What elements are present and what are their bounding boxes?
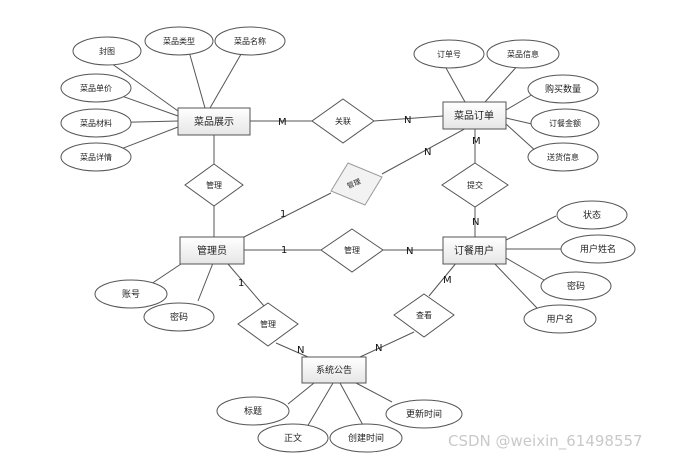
svg-text:管理: 管理 — [260, 319, 276, 329]
svg-text:创建时间: 创建时间 — [348, 432, 384, 444]
relation-associate: 关联 — [311, 98, 375, 144]
cardinality-user-m-view: M — [443, 275, 452, 286]
svg-text:用户名: 用户名 — [546, 313, 573, 325]
svg-text:用户姓名: 用户姓名 — [580, 243, 616, 255]
cardinality-notice-n-left: N — [297, 345, 304, 356]
connector-lines — [93, 40, 561, 428]
svg-text:管理员: 管理员 — [197, 244, 227, 257]
svg-text:管理: 管理 — [206, 180, 222, 190]
attr-dish-info: 菜品信息 — [486, 39, 560, 69]
cardinality-order-n-diag: N — [424, 147, 431, 158]
relation-submit: 提交 — [441, 162, 509, 208]
attr-status: 状态 — [556, 200, 628, 230]
attr-account: 账号 — [94, 279, 168, 309]
attr-admin-password: 密码 — [143, 302, 215, 332]
watermark-text: CSDN @weixin_61498557 — [448, 432, 643, 450]
svg-text:查看: 查看 — [416, 310, 432, 320]
svg-text:订单号: 订单号 — [437, 49, 461, 59]
cardinality-notice-n-right: N — [375, 343, 382, 354]
cardinality-order-m-submit: M — [472, 136, 481, 147]
relation-view-notice: 查看 — [393, 293, 455, 338]
attr-dish-type: 菜品类型 — [144, 26, 214, 56]
cardinality-user-n: N — [406, 246, 413, 257]
cardinality-dish-order-n: N — [404, 115, 411, 126]
relation-manage-dish: 管理 — [184, 163, 244, 207]
svg-text:订餐金额: 订餐金额 — [549, 118, 581, 128]
svg-text:菜品展示: 菜品展示 — [194, 116, 234, 128]
svg-text:菜品单价: 菜品单价 — [80, 83, 112, 93]
attributes: 封图 菜品类型 菜品名称 菜品单价 菜品材料 菜品详情 订单号 菜品信息 — [60, 26, 636, 453]
attr-dish-detail: 菜品详情 — [60, 142, 132, 172]
cardinality-dish-display-m: M — [278, 117, 287, 128]
cardinality-user-n-submit: N — [472, 217, 479, 228]
entity-announcement: 系统公告 — [301, 356, 367, 384]
cardinality-admin-one: 1 — [281, 245, 287, 256]
cardinality-labels: M N N 1 M N 1 N 1 N M N — [238, 115, 481, 356]
cardinality-admin-one-notice: 1 — [238, 278, 244, 289]
svg-text:购买数量: 购买数量 — [545, 83, 581, 95]
svg-text:更新时间: 更新时间 — [406, 408, 442, 420]
svg-text:菜品名称: 菜品名称 — [234, 36, 266, 46]
attr-user-realname: 用户姓名 — [560, 234, 636, 264]
svg-text:订餐用户: 订餐用户 — [454, 244, 494, 257]
svg-text:系统公告: 系统公告 — [316, 364, 352, 376]
attr-dish-material: 菜品材料 — [60, 108, 132, 138]
relation-manage-notice: 管理 — [237, 302, 299, 347]
svg-text:关联: 关联 — [335, 116, 351, 126]
svg-text:密码: 密码 — [170, 311, 188, 323]
attr-dish-name: 菜品名称 — [214, 26, 286, 56]
entity-dish-display: 菜品展示 — [177, 107, 251, 136]
svg-text:提交: 提交 — [467, 180, 483, 190]
svg-text:菜品信息: 菜品信息 — [507, 49, 539, 59]
cardinality-admin-one-diag: 1 — [280, 209, 286, 220]
entities: 菜品展示 菜品订单 管理员 订餐用户 系统公告 — [177, 101, 507, 384]
entity-dish-order: 菜品订单 — [442, 101, 507, 130]
relationship-diamonds: 关联 管理 管理 提交 管理 管理 查看 — [184, 98, 509, 347]
relation-manage-user: 管理 — [320, 228, 384, 273]
svg-text:正文: 正文 — [284, 432, 302, 444]
svg-text:管理: 管理 — [344, 245, 360, 255]
relation-manage-order: 管理 — [330, 162, 383, 206]
attr-delivery-info: 送货信息 — [527, 142, 599, 172]
attr-dish-price: 菜品单价 — [60, 73, 132, 103]
attr-title: 标题 — [216, 396, 290, 426]
attr-order-no: 订单号 — [413, 39, 485, 69]
svg-text:送货信息: 送货信息 — [547, 152, 579, 162]
entity-admin: 管理员 — [179, 236, 245, 265]
svg-text:封图: 封图 — [99, 46, 115, 56]
svg-text:菜品材料: 菜品材料 — [80, 118, 112, 128]
svg-text:菜品订单: 菜品订单 — [454, 110, 494, 122]
attr-create-time: 创建时间 — [329, 423, 403, 453]
svg-text:菜品类型: 菜品类型 — [163, 36, 195, 46]
svg-text:菜品详情: 菜品详情 — [80, 152, 112, 162]
attr-update-time: 更新时间 — [385, 399, 463, 429]
attr-user-password: 密码 — [540, 271, 612, 301]
entity-order-user: 订餐用户 — [442, 236, 507, 265]
attr-order-amount: 订餐金额 — [530, 108, 600, 138]
attr-cover: 封图 — [72, 36, 142, 66]
svg-text:标题: 标题 — [244, 405, 262, 417]
svg-text:状态: 状态 — [583, 209, 601, 221]
svg-text:密码: 密码 — [567, 280, 585, 292]
attr-buy-qty: 购买数量 — [527, 74, 599, 104]
attr-body: 正文 — [257, 423, 329, 453]
attr-username: 用户名 — [523, 304, 597, 334]
svg-text:账号: 账号 — [122, 289, 140, 300]
